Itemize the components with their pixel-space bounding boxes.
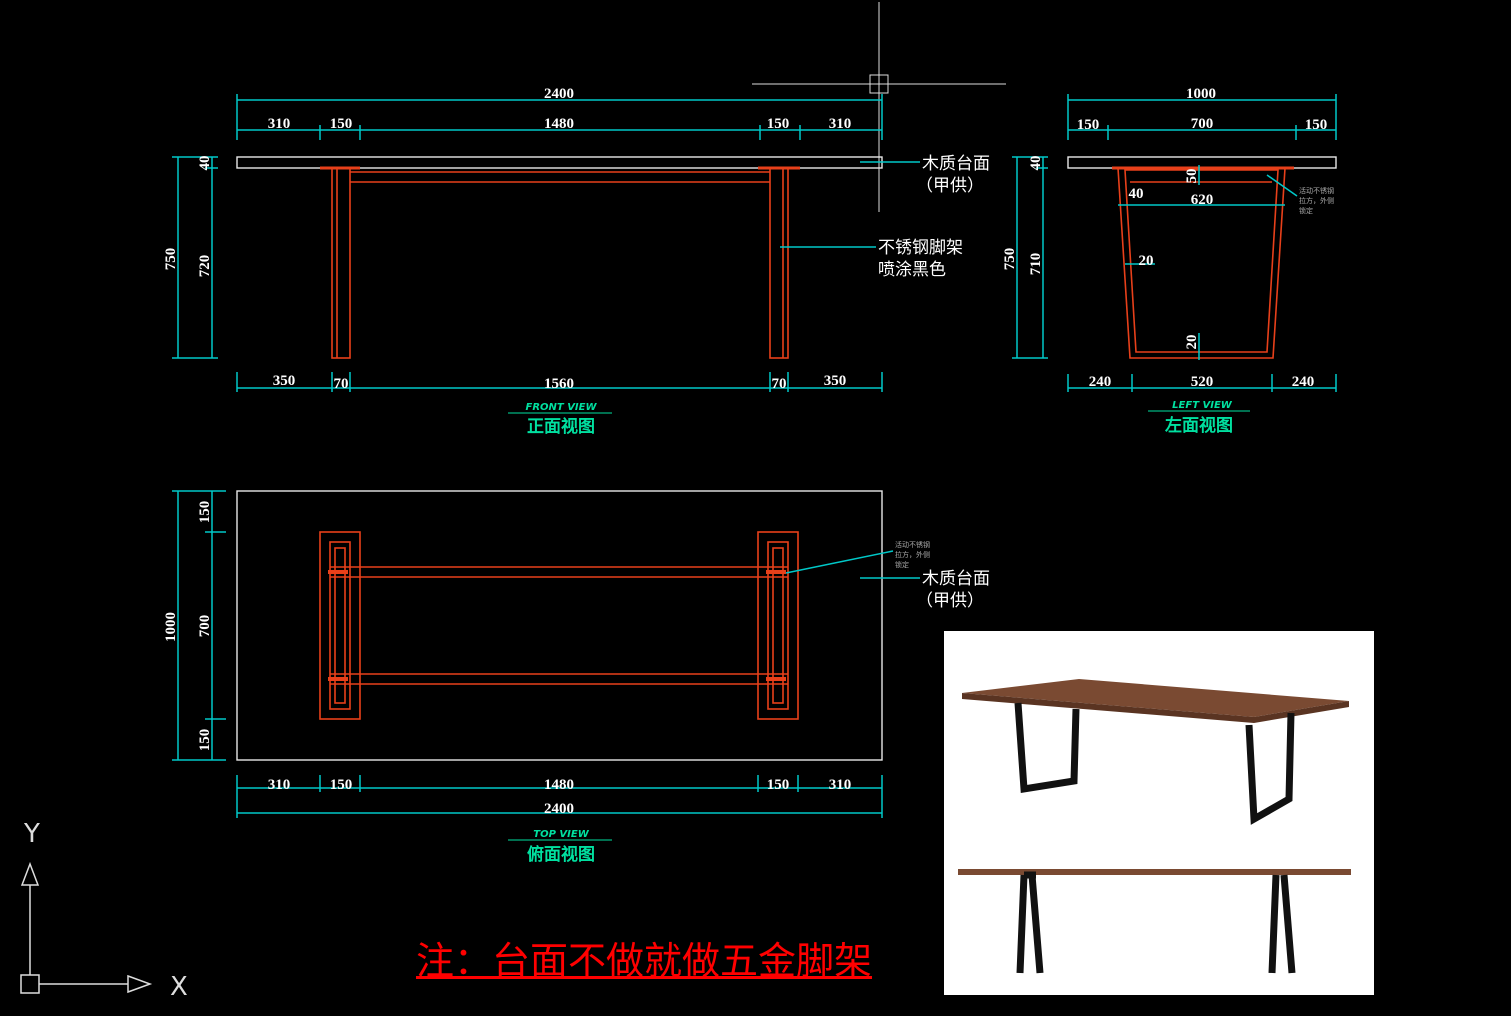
front-legs xyxy=(320,166,800,359)
callout-text: 不锈钢脚架 xyxy=(878,238,963,258)
tabletop xyxy=(236,156,883,169)
dim-label: 1000 xyxy=(1186,86,1216,102)
dim-label: 310 xyxy=(829,116,852,132)
callout-text: （甲供） xyxy=(916,591,984,611)
dim-label: 1000 xyxy=(163,612,179,642)
note-text: 注：台面不做就做五金脚架 xyxy=(416,939,873,983)
top-leg-frames xyxy=(319,531,799,720)
dim-label: 700 xyxy=(197,615,213,638)
dim-label: 70 xyxy=(772,376,787,392)
callout-text: 拉方，外侧 xyxy=(1299,196,1334,205)
callout-text: 拉方，外侧 xyxy=(895,550,930,559)
view-title-en: FRONT VIEW xyxy=(525,402,597,413)
dim-label: 150 xyxy=(330,777,353,793)
callout-text: 木质台面 xyxy=(922,569,990,589)
dim-label: 2400 xyxy=(544,86,574,102)
dim-label: 700 xyxy=(1191,116,1214,132)
dim-label: 150 xyxy=(767,116,790,132)
y-axis-label: Y xyxy=(23,819,40,849)
dim-label: 240 xyxy=(1089,374,1112,390)
callout-text: 锁定 xyxy=(1299,206,1313,215)
dim-label: 1480 xyxy=(544,777,574,793)
tabletop xyxy=(236,490,883,761)
view-title: 俯面视图 xyxy=(527,844,595,865)
dim-label: 20 xyxy=(1184,335,1200,350)
front-view: 2400 310 150 1480 150 310 350 70 1560 70… xyxy=(163,86,990,437)
dim-label: 40 xyxy=(1129,186,1144,202)
dim-label: 750 xyxy=(1002,248,1018,271)
side-leg-frame xyxy=(1112,166,1294,359)
dim-label: 40 xyxy=(1028,156,1044,171)
dim-label: 710 xyxy=(1028,253,1044,276)
callout-text: 活动不锈钢 xyxy=(895,540,930,549)
view-title-en: LEFT VIEW xyxy=(1172,400,1233,411)
dim-label: 1480 xyxy=(544,116,574,132)
dim-label: 750 xyxy=(163,248,179,271)
reference-photo xyxy=(944,631,1374,995)
callout-text: 木质台面 xyxy=(922,154,990,174)
dim-label: 310 xyxy=(268,116,291,132)
dim-label: 720 xyxy=(197,255,213,278)
dim-label: 2400 xyxy=(544,801,574,817)
tabletop xyxy=(1067,156,1337,169)
callout-text: （甲供） xyxy=(916,176,984,196)
callout-text: 锁定 xyxy=(895,560,909,569)
dim-label: 150 xyxy=(1077,117,1100,133)
callout-text: 喷涂黑色 xyxy=(878,260,946,280)
table-photo-image xyxy=(958,679,1351,974)
dim-label: 350 xyxy=(824,373,847,389)
dim-label: 310 xyxy=(829,777,852,793)
dim-label: 150 xyxy=(330,116,353,132)
top-view: 310 150 1480 150 310 2400 1000 150 700 1… xyxy=(163,490,990,865)
dim-label: 620 xyxy=(1191,192,1214,208)
dim-label: 150 xyxy=(197,729,213,752)
view-title-en: TOP VIEW xyxy=(533,829,589,840)
view-title: 左面视图 xyxy=(1165,415,1233,436)
dim-label: 1560 xyxy=(544,376,574,392)
dim-label: 520 xyxy=(1191,374,1214,390)
callout-text: 活动不锈钢 xyxy=(1299,186,1334,195)
dim-label: 20 xyxy=(1139,253,1154,269)
ucs-axis-icon xyxy=(20,861,153,994)
dim-label: 150 xyxy=(767,777,790,793)
left-view: 1000 150 700 150 240 520 240 750 40 710 … xyxy=(1002,86,1337,436)
dim-label: 150 xyxy=(197,501,213,524)
dim-label: 40 xyxy=(197,156,213,171)
dim-label: 50 xyxy=(1184,169,1200,184)
dim-label: 240 xyxy=(1292,374,1315,390)
dim-label: 310 xyxy=(268,777,291,793)
dim-label: 350 xyxy=(273,373,296,389)
dim-label: 70 xyxy=(334,376,349,392)
view-title: 正面视图 xyxy=(527,416,595,437)
x-axis-label: X xyxy=(170,972,188,1002)
dim-label: 150 xyxy=(1305,117,1328,133)
crosshair-cursor-icon xyxy=(752,2,1006,212)
